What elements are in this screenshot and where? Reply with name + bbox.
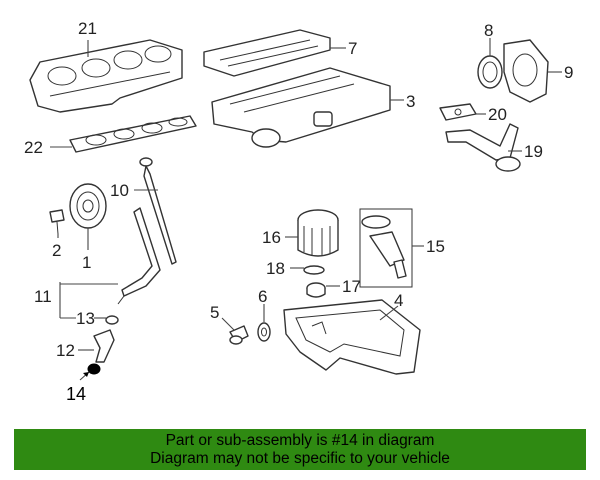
rear-main-seal-part[interactable] (477, 55, 503, 89)
callout-7: 7 (348, 39, 357, 58)
filter-cap-o-ring-part[interactable] (303, 265, 325, 275)
callout-14: 14 (66, 384, 86, 404)
baffle-plate-part[interactable] (203, 29, 331, 77)
filter-kit-box (359, 208, 413, 288)
callout-17: 17 (342, 277, 361, 296)
pulley-bolt-part[interactable] (49, 209, 65, 235)
upper-oil-pan-part[interactable] (211, 67, 391, 148)
banner-line-2: Diagram may not be specific to your vehi… (150, 450, 450, 467)
oil-pan-drain-plug-part[interactable] (229, 325, 249, 345)
callout-15: 15 (426, 237, 445, 256)
oil-strainer-part[interactable] (445, 123, 521, 172)
callout-22: 22 (24, 138, 43, 157)
callout-9: 9 (564, 63, 573, 82)
filter-drain-plug-part[interactable] (306, 282, 326, 298)
bracket-bolt-part[interactable] (87, 363, 101, 375)
callout-13: 13 (76, 309, 95, 328)
callout-12: 12 (56, 341, 75, 360)
callout-11: 11 (34, 287, 52, 306)
callout-6: 6 (258, 287, 267, 306)
intake-manifold-part[interactable] (29, 39, 183, 113)
callout-3: 3 (406, 92, 415, 111)
dipstick-tube-bracket-part[interactable] (93, 329, 115, 363)
callout-20: 20 (488, 105, 507, 124)
oil-filter-element-part[interactable] (361, 215, 407, 279)
banner-line-1: Part or sub-assembly is #14 in diagram (165, 432, 435, 449)
callout-19: 19 (524, 142, 543, 161)
callout-2: 2 (52, 241, 61, 260)
callout-4: 4 (394, 291, 403, 310)
drain-plug-gasket-part[interactable] (257, 322, 271, 342)
callout-18: 18 (266, 259, 285, 278)
callout-16: 16 (262, 228, 281, 247)
crankshaft-pulley-part[interactable] (69, 183, 107, 229)
callout-21: 21 (78, 19, 97, 38)
seal-retainer-part[interactable] (503, 39, 549, 103)
callout-8: 8 (484, 21, 493, 40)
callout-1: 1 (82, 253, 91, 272)
callout-10: 10 (110, 181, 129, 200)
parts-diagram: 21 22 7 3 8 9 20 (24, 19, 573, 404)
lower-oil-pan-part[interactable] (283, 299, 421, 375)
dipstick-tube-o-ring-part[interactable] (105, 315, 119, 325)
dipstick-tube-part[interactable] (117, 207, 161, 305)
manifold-gasket-part[interactable] (69, 115, 197, 153)
part-info-banner: Part or sub-assembly is #14 in diagram D… (14, 429, 586, 470)
oil-pickup-gasket-part[interactable] (439, 103, 477, 121)
oil-filter-cap-part[interactable] (297, 209, 339, 257)
callout-5: 5 (210, 303, 219, 322)
